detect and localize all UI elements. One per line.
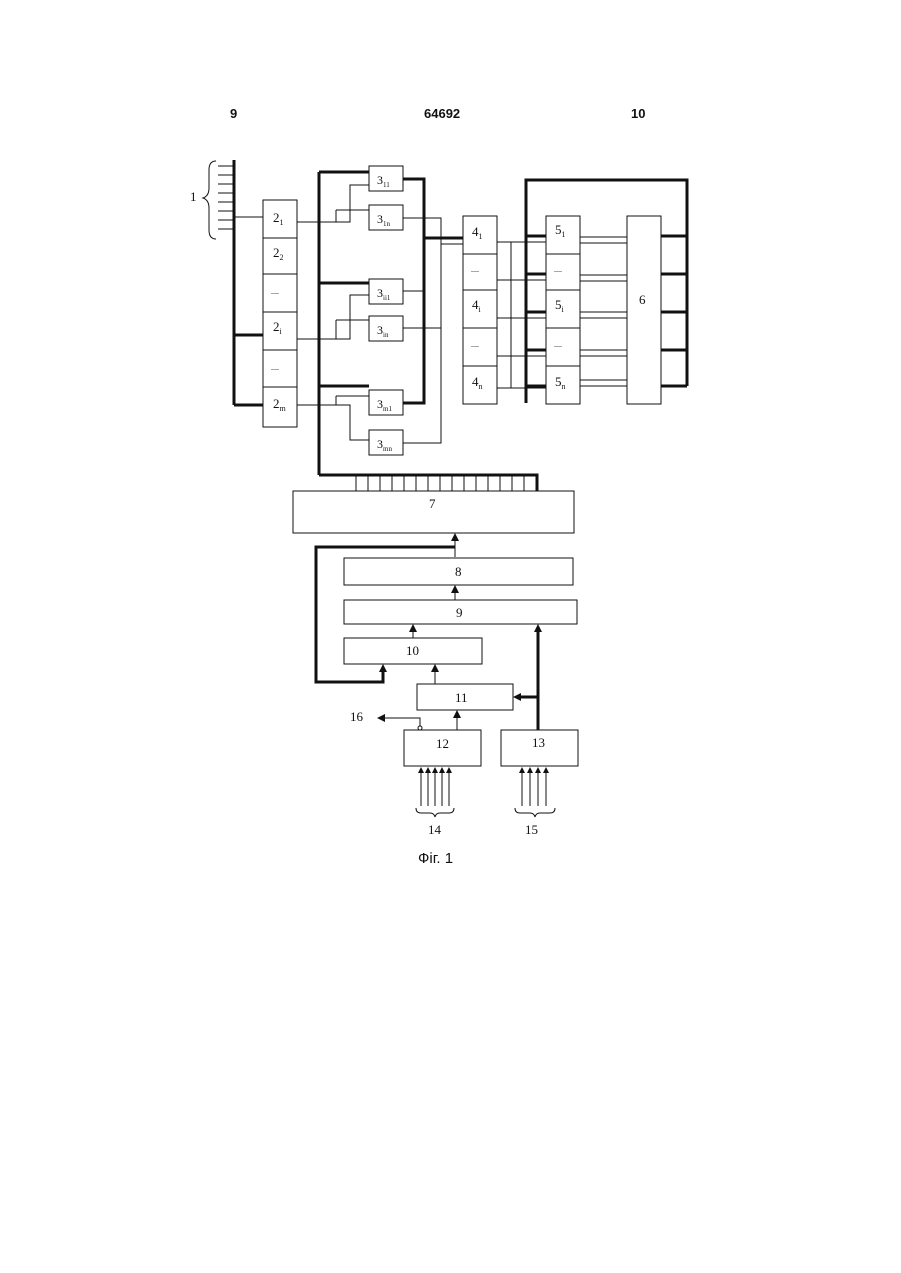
block-7-inputs	[356, 475, 524, 491]
label-4-dots-1: ....	[471, 265, 479, 274]
output-16-line	[384, 718, 420, 730]
block-2-column	[263, 200, 297, 427]
label-11: 11	[455, 690, 468, 705]
links-6-right	[661, 236, 687, 386]
input-lines	[218, 166, 234, 229]
label-4-dots-2: ....	[471, 340, 479, 349]
label-7: 7	[429, 496, 436, 511]
label-12: 12	[436, 736, 449, 751]
links-3-to-4	[403, 179, 463, 443]
label-9: 9	[456, 605, 463, 620]
label-15: 15	[525, 822, 538, 837]
figure-caption: Фіг. 1	[418, 850, 453, 867]
label-8: 8	[455, 564, 462, 579]
links-2-to-3	[297, 185, 369, 440]
label-10: 10	[406, 643, 419, 658]
label-2-dots-1: ....	[271, 287, 279, 296]
bus-5-taps	[526, 236, 546, 386]
label-2-dots-2: ....	[271, 363, 279, 372]
links-4-to-5	[497, 242, 546, 388]
input-brace	[203, 161, 216, 239]
links-5-to-6	[580, 237, 627, 386]
label-13: 13	[532, 735, 545, 750]
label-5-dots-2: ....	[554, 340, 562, 349]
label-input-1: 1	[190, 189, 197, 204]
inputs-14	[416, 767, 454, 817]
block-6	[627, 216, 661, 404]
label-6: 6	[639, 292, 646, 307]
inputs-15	[515, 767, 555, 817]
label-5-dots-1: ....	[554, 265, 562, 274]
label-16: 16	[350, 709, 364, 724]
label-14: 14	[428, 822, 442, 837]
